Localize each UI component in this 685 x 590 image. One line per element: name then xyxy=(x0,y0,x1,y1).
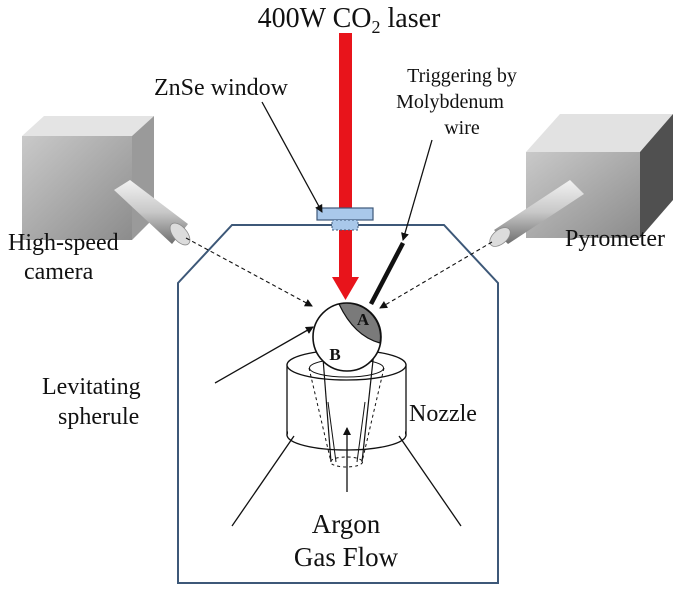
gas-flow-arrow-left xyxy=(318,344,332,463)
window-label: ZnSe window xyxy=(154,75,289,101)
gas-flow-line-left xyxy=(231,435,295,527)
sphere-pointer xyxy=(214,326,314,384)
region-b-label: B xyxy=(329,345,340,364)
vacuum-chamber xyxy=(177,224,499,584)
camera-label-line2: camera xyxy=(24,259,94,285)
gas-flow-line-right xyxy=(398,435,462,527)
window-pointer xyxy=(261,101,323,213)
sample-label-line2: spherule xyxy=(58,404,139,430)
gas-flow-inner-left xyxy=(327,401,337,463)
gas-label-line1: Argon xyxy=(312,509,381,539)
gas-flow-inner-right xyxy=(356,401,366,463)
camera-label-line1: High-speed xyxy=(8,230,119,256)
gas-label-line2: Gas Flow xyxy=(294,542,399,572)
trigger-label-line2: Molybdenum xyxy=(396,91,504,113)
pyrometer-sight-line xyxy=(379,241,493,309)
znse-window-mount xyxy=(331,219,359,231)
levitating-sphere xyxy=(312,302,382,372)
gas-flow-arrow-right xyxy=(361,341,379,463)
wire-pointer xyxy=(401,139,433,241)
trigger-label-line1: Triggering by xyxy=(407,65,517,87)
region-a-label: A xyxy=(357,310,370,329)
pyrometer-label: Pyrometer xyxy=(565,226,665,252)
laser-beam xyxy=(339,33,352,280)
trigger-label-line3: wire xyxy=(444,117,480,139)
nozzle-label: Nozzle xyxy=(409,401,477,427)
laser-arrowhead xyxy=(332,277,359,300)
laser-label: 400W CO2 laser xyxy=(258,3,441,37)
sample-label-line1: Levitating xyxy=(42,374,141,400)
high-speed-camera xyxy=(22,116,191,246)
znse-window xyxy=(316,207,374,221)
camera-sight-line xyxy=(185,237,313,307)
pyrometer-device xyxy=(489,114,673,247)
molybdenum-wire xyxy=(369,241,405,306)
region-a-cap xyxy=(338,302,382,344)
